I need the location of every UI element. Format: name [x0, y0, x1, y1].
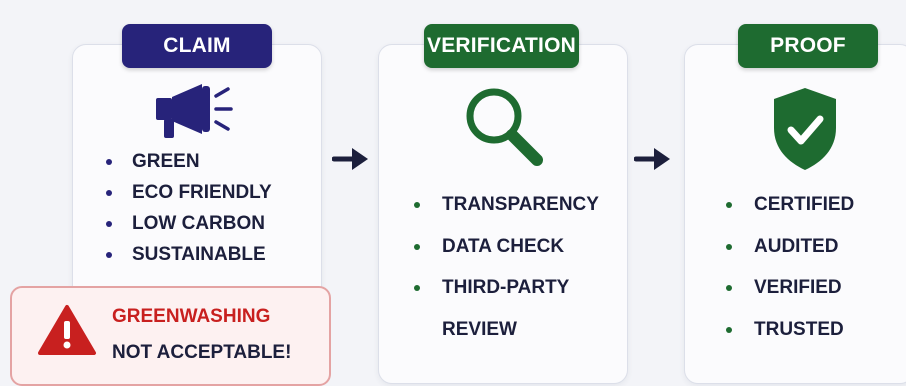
list-item: GREEN [104, 150, 272, 181]
verification-header: VERIFICATION [424, 24, 579, 68]
list-item: VERIFIED [724, 275, 854, 317]
list-item-continuation: REVIEW [442, 318, 517, 340]
list-item: ECO FRIENDLY [104, 181, 272, 212]
list-item: SUSTAINABLE [104, 243, 272, 274]
arrow-right-icon [332, 148, 368, 170]
list-item: TRUSTED [724, 317, 854, 359]
verification-card [378, 44, 628, 384]
list-item: CERTIFIED [724, 192, 854, 234]
list-item: TRANSPARENCY [412, 192, 599, 234]
proof-header: PROOF [738, 24, 878, 68]
magnifying-glass-icon [466, 88, 543, 166]
warning-triangle-icon [38, 305, 96, 355]
shield-check-icon [774, 88, 836, 170]
megaphone-icon [156, 84, 233, 138]
claim-header: CLAIM [122, 24, 272, 68]
proof-list: CERTIFIED AUDITED VERIFIED TRUSTED [724, 192, 854, 358]
list-item: AUDITED [724, 234, 854, 276]
claim-list: GREEN ECO FRIENDLY LOW CARBON SUSTAINABL… [104, 150, 272, 274]
warning-subtitle: NOT ACCEPTABLE! [112, 342, 292, 363]
verification-list: TRANSPARENCY DATA CHECK THIRD-PARTY REVI… [412, 192, 599, 358]
warning-title: GREENWASHING [112, 306, 271, 327]
list-item: THIRD-PARTY [412, 275, 599, 317]
arrow-right-icon [634, 148, 670, 170]
list-item: LOW CARBON [104, 212, 272, 243]
list-item: DATA CHECK [412, 234, 599, 276]
